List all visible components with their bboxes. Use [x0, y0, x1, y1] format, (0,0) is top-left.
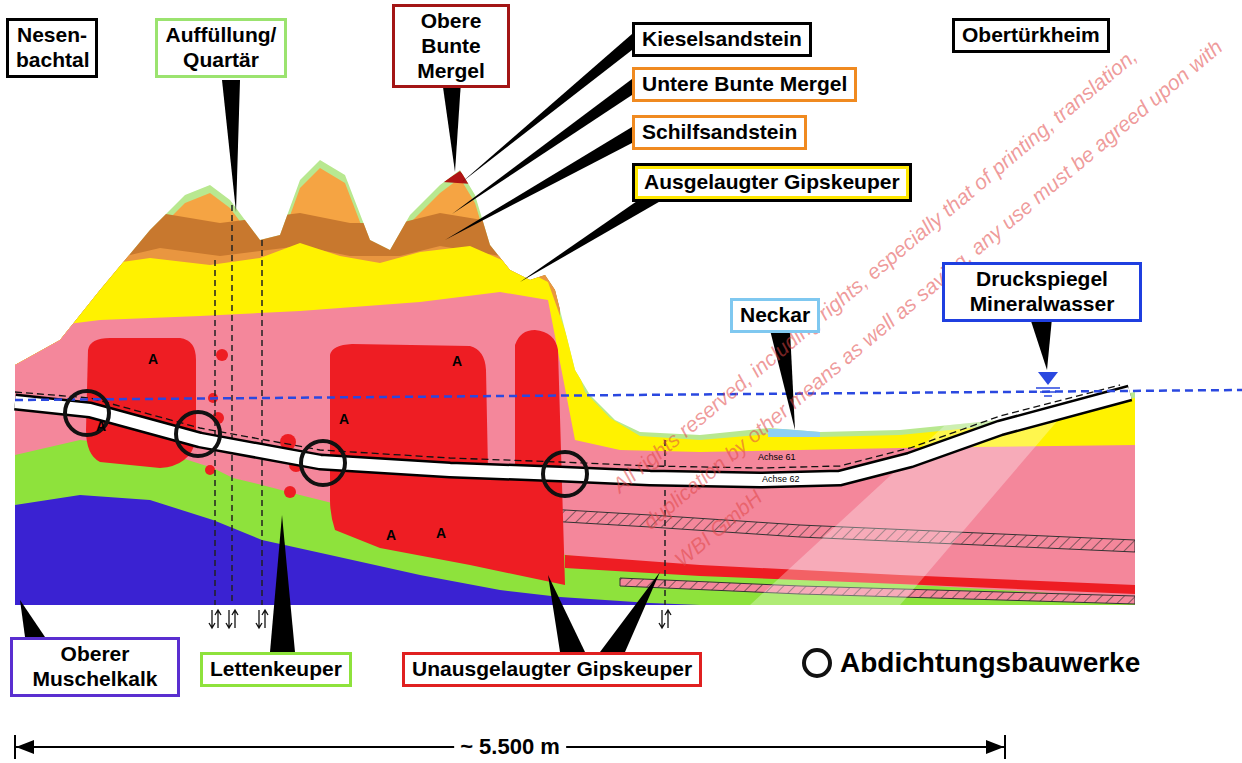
sealing-structures: [65, 391, 587, 496]
layer-label-box: Nesen- bachtal: [6, 18, 98, 78]
legend-swatch: [800, 646, 834, 680]
zone-label: A: [339, 411, 349, 427]
layer-label-box: Druckspiegel Mineralwasser: [942, 262, 1142, 322]
zone-label: A: [96, 418, 106, 434]
layer-label-box: Untere Bunte Mergel: [632, 67, 857, 102]
layer-name: Auffüllung/ Quartär: [165, 23, 277, 73]
layer-label-box: Schilfsandstein: [632, 115, 807, 150]
layer-name: Kieselsandstein: [642, 27, 802, 52]
layer-name: Lettenkeuper: [210, 657, 342, 682]
layer-name: Untere Bunte Mergel: [642, 72, 847, 97]
layer-label-box: Auffüllung/ Quartär: [155, 18, 287, 78]
layer-label-box: Obertürkheim: [952, 18, 1110, 53]
legend-item: Abdichtungsbauwerke: [800, 646, 1140, 680]
layer-name: Oberer Muschelkalk: [20, 642, 170, 692]
layer-label-box: Kieselsandstein: [632, 22, 812, 57]
layer-name: Nesen- bachtal: [16, 23, 88, 73]
zone-label: A: [436, 525, 446, 541]
layer-label-box: Oberer Muschelkalk: [10, 637, 180, 697]
dimension-label: ~ 5.500 m: [454, 734, 566, 760]
layer-name: Neckar: [740, 303, 810, 328]
tunnel: [15, 393, 1130, 480]
layer-name: Obere Bunte Mergel: [402, 9, 500, 83]
layer-label-box: Lettenkeuper: [200, 652, 352, 687]
zone-label: A: [148, 351, 158, 367]
layer-name: Druckspiegel Mineralwasser: [952, 267, 1132, 317]
layer-name: Unausgelaugter Gipskeuper: [412, 657, 692, 682]
layer-label-box: Obere Bunte Mergel: [392, 4, 510, 88]
axis-label: Achse 62: [762, 474, 800, 484]
legend-text: Abdichtungsbauwerke: [840, 647, 1140, 679]
layer-label-box: Unausgelaugter Gipskeuper: [402, 652, 702, 687]
layer-name: Ausgelaugter Gipskeuper: [644, 170, 900, 195]
zone-label: A: [452, 353, 462, 369]
layer-label-box: Ausgelaugter Gipskeuper: [632, 163, 912, 202]
water-symbol: [1036, 372, 1060, 396]
layer-name: Schilfsandstein: [642, 120, 797, 145]
hatched-band: [480, 505, 1135, 552]
layer-label-box: Neckar: [730, 298, 820, 333]
dimension-line: [15, 735, 1005, 759]
layer-name: Obertürkheim: [962, 23, 1100, 48]
axis-label: Achse 61: [758, 452, 796, 462]
tunnel-outline: [15, 393, 1130, 480]
legend: Abdichtungsbauwerke: [800, 646, 1140, 680]
zone-label: A: [386, 527, 396, 543]
pressure-level-line: [15, 390, 1242, 400]
